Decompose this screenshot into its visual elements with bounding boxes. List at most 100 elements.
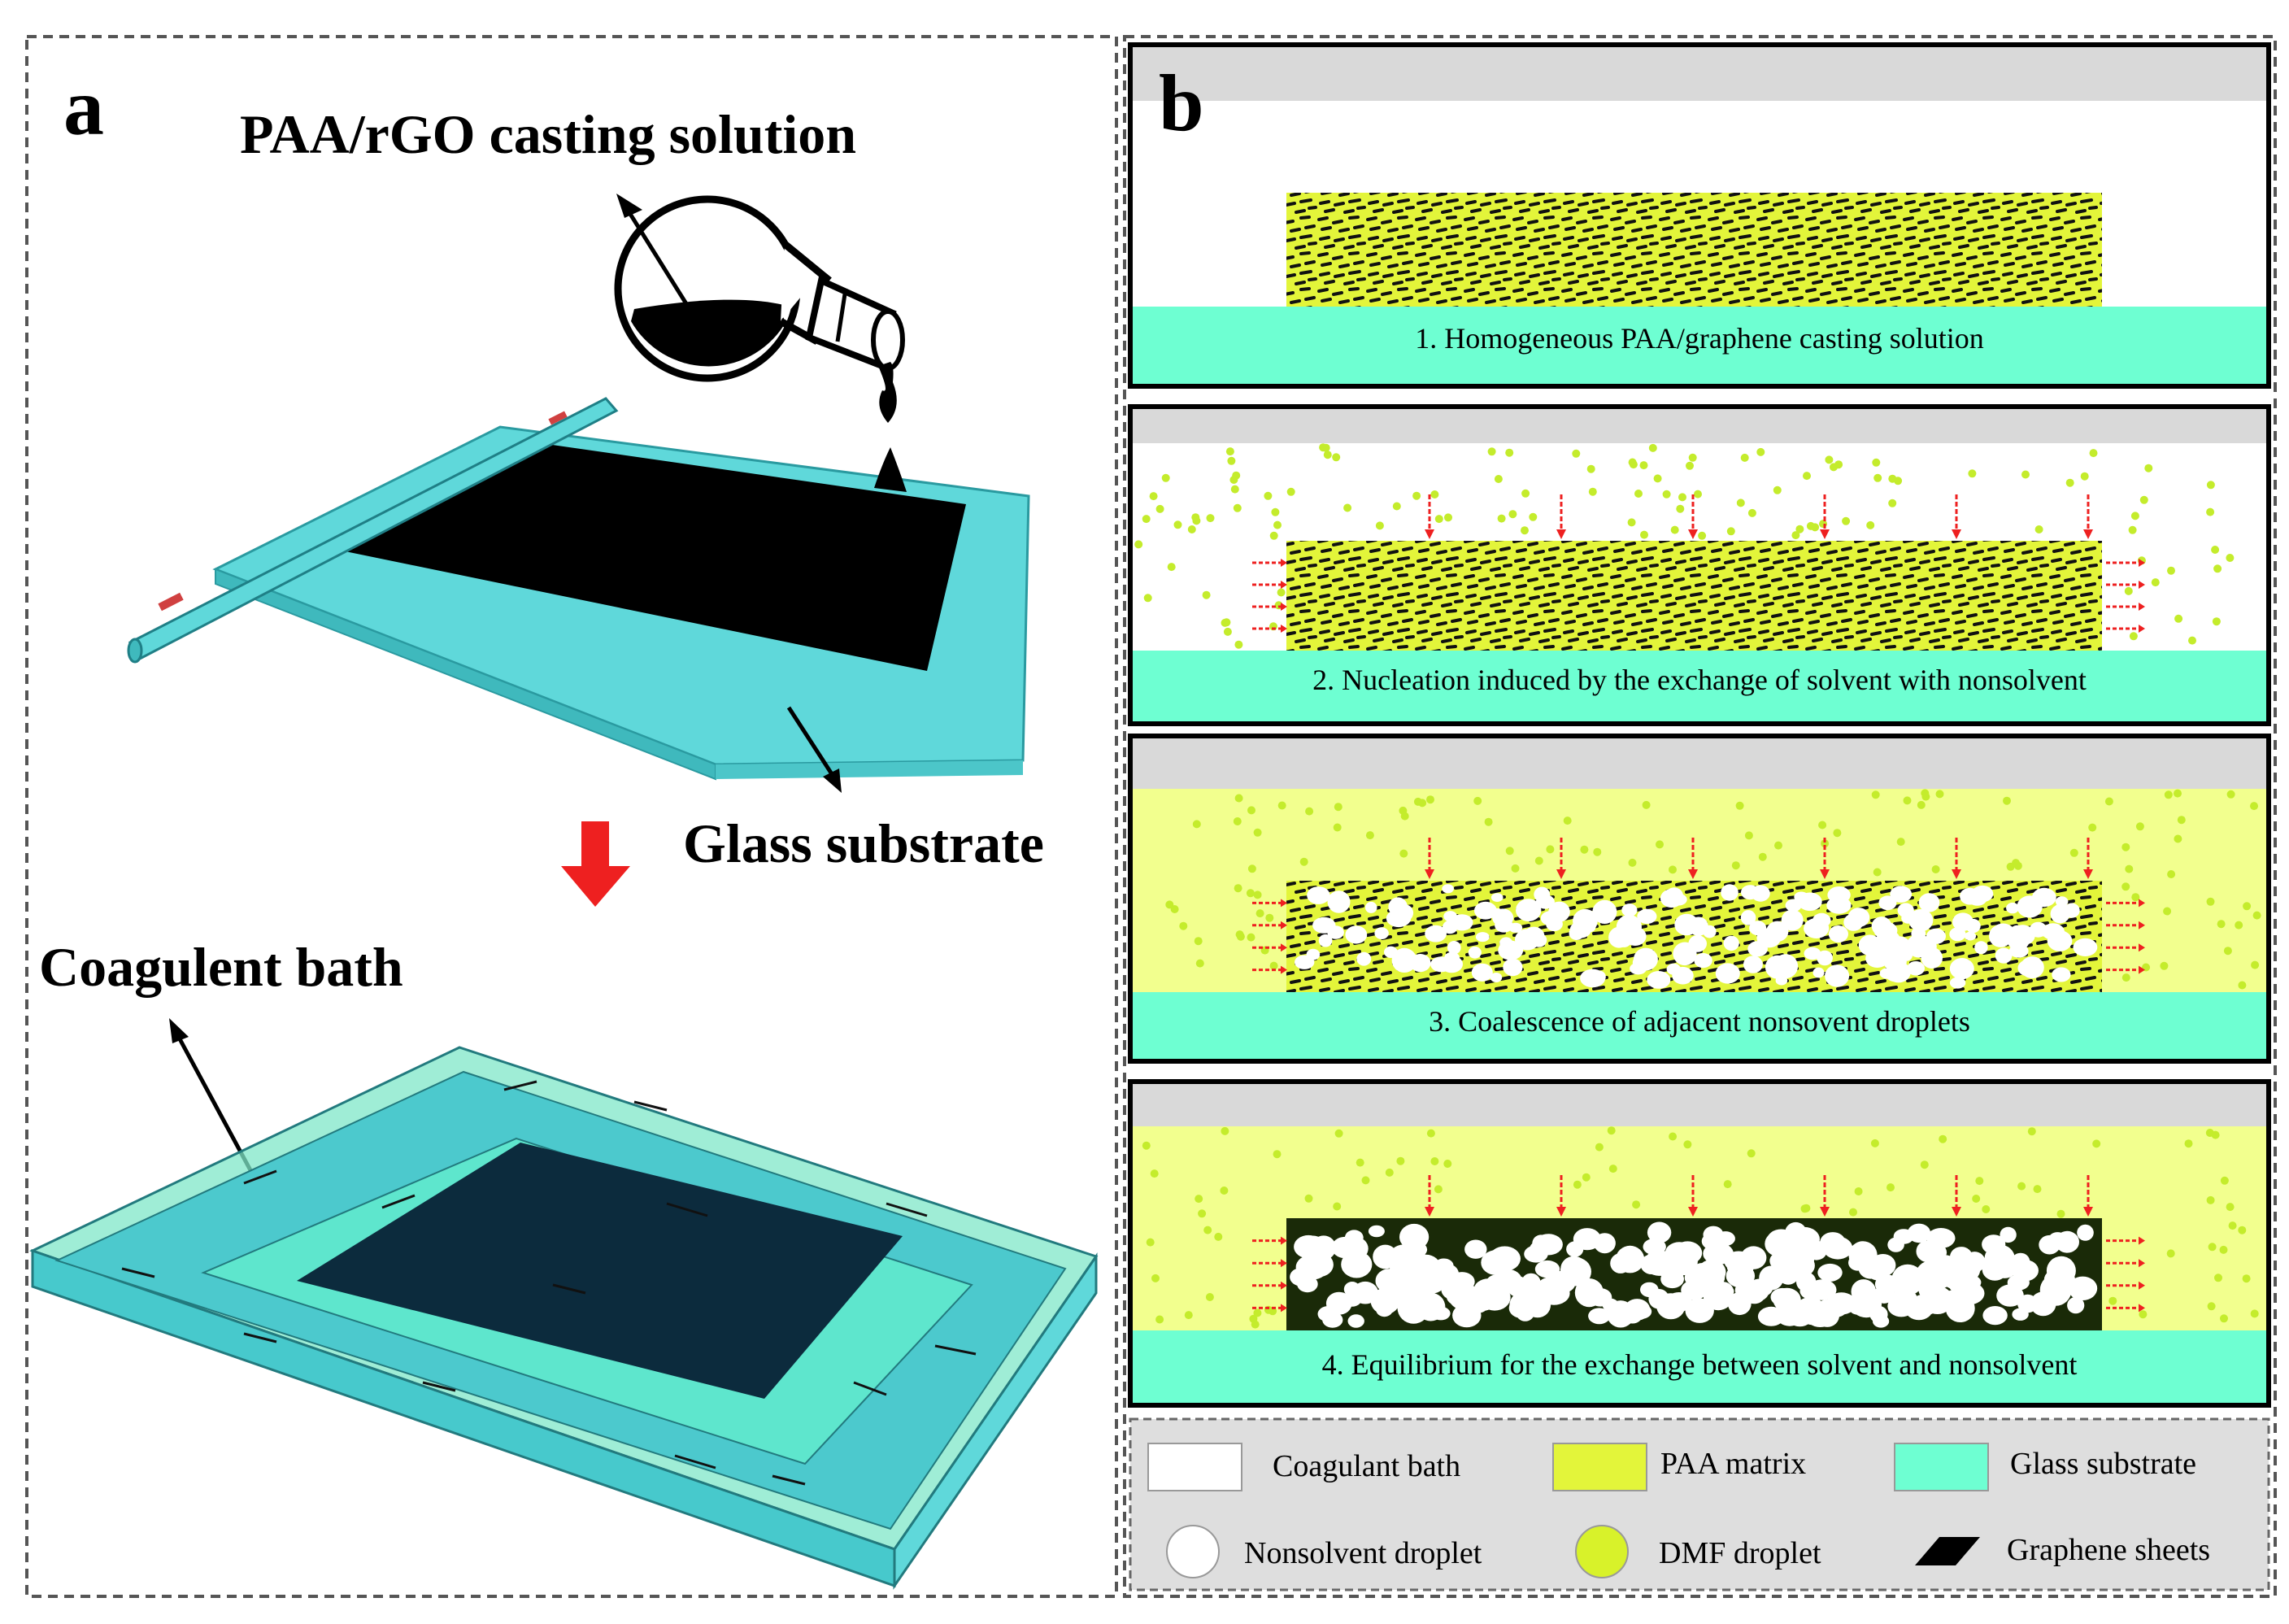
dmf-dot — [1234, 794, 1243, 803]
dmf-dot — [2151, 578, 2160, 587]
dmf-dot — [1299, 857, 1308, 866]
dmf-dot — [2003, 796, 2011, 805]
nonsolvent-droplet — [1431, 1306, 1451, 1321]
arrow-head — [1281, 1236, 1287, 1245]
arrow-head — [1556, 869, 1566, 879]
arrow-head — [1425, 1207, 1434, 1217]
stage-1-caption: 1. Homogeneous PAA/graphene casting solu… — [1415, 322, 1984, 355]
arrow-head — [2139, 1304, 2145, 1313]
dmf-dot — [1167, 563, 1176, 572]
arrow-head — [1281, 603, 1287, 611]
dmf-dot — [2238, 981, 2247, 990]
nonsolvent-droplet — [1891, 1264, 1924, 1295]
dmf-dot — [1534, 856, 1543, 865]
nonsolvent-droplet — [1828, 925, 1848, 943]
dmf-dot — [2124, 586, 2133, 595]
dmf-dot — [1756, 447, 1765, 456]
dmf-dot — [2131, 893, 2140, 902]
nonsolvent-droplet — [1490, 973, 1503, 982]
dmf-dot — [1818, 821, 1827, 829]
panel-b-letter: b — [1159, 58, 1204, 148]
dmf-dot — [1304, 1194, 1313, 1203]
dmf-dot — [2128, 525, 2137, 534]
dmf-dot — [2206, 507, 2215, 516]
nonsolvent-droplet — [1648, 1289, 1669, 1309]
dmf-dot — [1774, 841, 1782, 850]
dmf-dot — [1648, 443, 1657, 452]
dmf-dot — [2121, 973, 2130, 982]
dmf-dot — [2226, 554, 2235, 562]
nonsolvent-droplet — [1660, 889, 1683, 908]
dmf-dot — [1142, 1141, 1151, 1150]
nonsolvent-droplet — [1765, 1231, 1793, 1257]
dmf-dot — [2174, 614, 2183, 623]
dmf-dot — [1508, 510, 1517, 519]
arrow-head — [1952, 529, 1961, 539]
arrow-head — [2139, 921, 2145, 930]
dmf-dot — [2220, 1176, 2229, 1185]
legend-swatch-nonsolvent-droplet — [1166, 1525, 1220, 1578]
nonsolvent-droplet — [2055, 1230, 2079, 1253]
nonsolvent-droplet — [1495, 918, 1513, 933]
dmf-dot — [1269, 961, 1278, 970]
dmf-dot — [1255, 909, 1264, 918]
legend-label-glass-substrate: Glass substrate — [2010, 1447, 2196, 1481]
dmf-dot — [1931, 865, 1940, 873]
nonsolvent-droplet — [1843, 913, 1864, 931]
dmf-dot — [1253, 890, 1262, 899]
nonsolvent-droplet — [1907, 961, 1926, 976]
dmf-dot — [1639, 461, 1648, 470]
dmf-dot — [1747, 1149, 1756, 1158]
dmf-dot — [1195, 959, 1204, 968]
nonsolvent-droplet — [2022, 898, 2039, 912]
dmf-dot — [1426, 1129, 1435, 1138]
dmf-dot — [1803, 472, 1811, 481]
dmf-dot — [1365, 831, 1374, 840]
dmf-dot — [1234, 640, 1243, 649]
casting-solution-label: PAA/rGO casting solution — [240, 103, 856, 165]
nonsolvent-droplet — [1766, 921, 1789, 943]
dmf-dot — [1227, 456, 1236, 465]
dmf-dot — [1830, 463, 1838, 472]
arrow-head — [2139, 603, 2145, 611]
dmf-dot — [1173, 520, 1182, 529]
arrow-head — [1688, 529, 1698, 539]
nonsolvent-droplet — [1874, 1274, 1900, 1295]
nonsolvent-droplet — [1908, 909, 1934, 932]
nonsolvent-droplets — [1290, 1221, 2098, 1328]
dmf-dot — [2021, 470, 2030, 479]
dmf-dot — [2017, 1182, 2026, 1191]
nonsolvent-droplet — [1442, 884, 1454, 894]
dmf-dot — [1744, 831, 1753, 840]
nonsolvent-droplet — [1952, 912, 1974, 931]
nonsolvent-droplet — [1876, 937, 1900, 955]
nonsolvent-droplet — [1964, 931, 1977, 941]
nonsolvent-droplet — [1984, 1244, 2015, 1273]
nonsolvent-droplet — [1804, 947, 1821, 960]
coagulant-bath-tray — [29, 1046, 1099, 1590]
dmf-dot — [2228, 1221, 2237, 1230]
dmf-dots — [1142, 1126, 2259, 1329]
arrow-head — [1820, 1207, 1830, 1217]
nonsolvent-droplet — [1851, 1279, 1877, 1304]
nonsolvent-droplet — [1749, 921, 1767, 936]
dmf-dot — [1642, 800, 1651, 809]
dmf-dot — [1430, 1157, 1439, 1165]
dmf-dot — [2223, 947, 2232, 956]
dmf-dot — [2213, 564, 2222, 573]
dmf-dot — [1698, 531, 1707, 540]
stage-1-film — [1286, 193, 2102, 307]
arrow-head — [2083, 1207, 2093, 1217]
dmf-dot — [1676, 504, 1685, 513]
dmf-dot — [1155, 504, 1164, 513]
dmf-dot — [1688, 453, 1697, 462]
stage-3: 3. Coalescence of adjacent nonsovent dro… — [1128, 734, 2271, 1064]
nonsolvent-droplet — [2008, 943, 2029, 958]
nonsolvent-droplet — [1486, 1274, 1509, 1291]
dmf-dot — [1323, 451, 1332, 459]
glass-arrow — [786, 706, 836, 778]
dmf-dot — [1588, 487, 1597, 496]
nonsolvent-droplet — [1665, 1292, 1692, 1312]
dmf-dot — [2212, 617, 2221, 626]
dmf-dot — [1412, 491, 1421, 500]
